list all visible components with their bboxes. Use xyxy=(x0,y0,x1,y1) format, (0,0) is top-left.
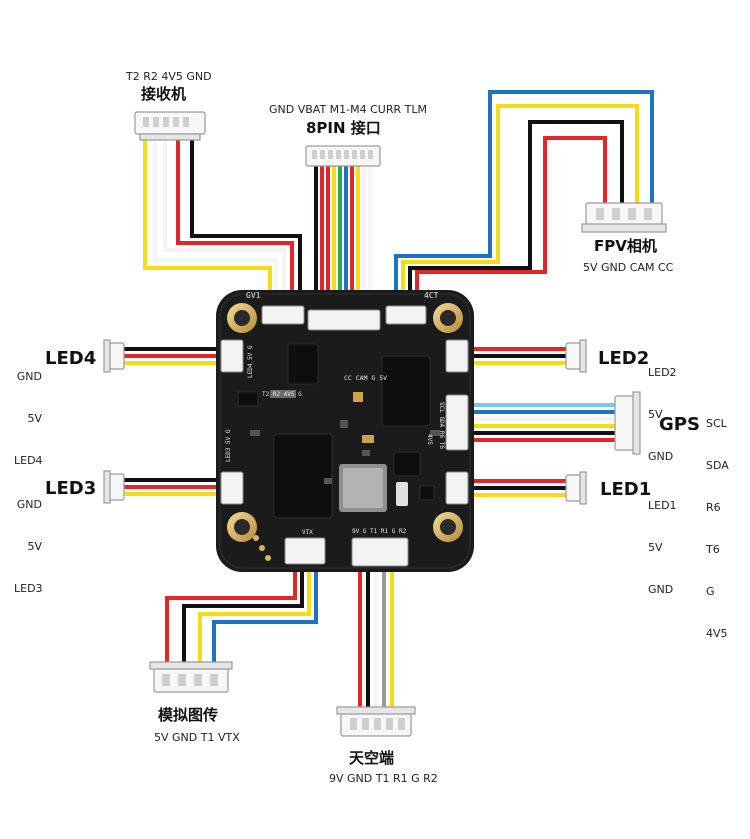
led4-wires xyxy=(122,347,225,365)
fpv-camera-pins: 5V GND CAM CC xyxy=(583,261,674,274)
silk-rx-header: T2 R2 4V5 G xyxy=(262,391,302,398)
analog-vtx-plug xyxy=(149,661,233,693)
silk-cam-header: CC CAM G 5V xyxy=(344,374,387,382)
led1-wires xyxy=(460,479,568,497)
led2-pin-1: LED2 xyxy=(648,366,677,379)
gps-pin-list: SCL SDA R6 T6 G 4V5 xyxy=(706,389,729,655)
plug-connectors xyxy=(103,111,667,737)
silk-vtx-header: VTX xyxy=(302,529,313,536)
sky-end-wires xyxy=(358,566,394,712)
led1-title: LED1 xyxy=(600,479,652,500)
gps-pin-4: T6 xyxy=(706,543,720,556)
silkscreen: GV1 4CT CC CAM G 5V T2 R2 4V5 G VTX 9V G… xyxy=(225,291,445,536)
silk-right-4v5: 4V5 xyxy=(426,434,433,445)
receiver-wires xyxy=(143,132,302,305)
led4-pin-2: 5V xyxy=(27,412,42,425)
eight-pin-title: 8PIN 接口 xyxy=(306,119,381,137)
led2-wires xyxy=(460,347,568,365)
led4-pin-1: GND xyxy=(16,370,42,383)
led2-pin-2: 5V xyxy=(648,408,663,421)
analog-vtx-title: 模拟图传 xyxy=(158,706,219,724)
gps-pin-6: 4V5 xyxy=(706,627,728,640)
gps-pin-2: SDA xyxy=(706,459,729,472)
wire-bundles xyxy=(122,90,654,712)
led1-pin-1: LED1 xyxy=(648,499,677,512)
sky-end-title: 天空端 xyxy=(349,749,395,767)
silk-corner-right: 4CT xyxy=(424,291,439,300)
led1-pin-list: LED1 5V GND xyxy=(648,471,677,611)
silk-left-mid: LED4 5V G xyxy=(247,345,254,378)
silk-sky-header: 9V G T1 R1 G R2 xyxy=(352,528,407,535)
led1-pin-2: 5V xyxy=(648,541,663,554)
sky-end-pins: 9V GND T1 R1 G R2 xyxy=(329,772,438,785)
led4-plug xyxy=(103,339,125,373)
led3-plug xyxy=(103,470,125,504)
analog-vtx-wires xyxy=(165,566,318,668)
receiver-plug xyxy=(134,111,206,141)
led4-pin-list: GND 5V LED4 xyxy=(14,342,43,482)
gps-pin-5: G xyxy=(706,585,715,598)
gps-wires xyxy=(462,403,617,442)
gps-pin-1: SCL xyxy=(706,417,727,430)
flight-controller-board: GV1 4CT CC CAM G 5V T2 R2 4V5 G VTX 9V G… xyxy=(216,290,474,572)
led1-plug xyxy=(565,471,587,505)
analog-vtx-pins: 5V GND T1 VTX xyxy=(154,731,240,744)
eight-pin-pins: GND VBAT M1-M4 CURR TLM xyxy=(269,103,427,116)
gps-title: GPS xyxy=(659,414,700,435)
board-chips xyxy=(237,343,440,561)
silk-corner-left: GV1 xyxy=(246,291,261,300)
led3-wires xyxy=(122,478,225,496)
led4-title: LED4 xyxy=(45,348,97,369)
led3-pin-1: GND xyxy=(16,498,42,511)
fpv-camera-plug xyxy=(581,202,667,233)
receiver-pins: T2 R2 4V5 GND xyxy=(126,70,212,83)
led3-title: LED3 xyxy=(45,478,97,499)
led1-pin-3: GND xyxy=(648,583,674,596)
led2-title: LED2 xyxy=(598,348,650,369)
receiver-title: 接收机 xyxy=(141,85,187,103)
led2-pin-3: GND xyxy=(648,450,674,463)
led3-pin-3: LED3 xyxy=(14,582,43,595)
mounting-holes xyxy=(227,303,463,542)
led2-plug xyxy=(565,339,587,373)
fpv-camera-wires xyxy=(394,90,654,305)
gps-pin-3: R6 xyxy=(706,501,721,514)
led2-pin-list: LED2 5V GND xyxy=(648,338,677,478)
led3-pin-list: GND 5V LED3 xyxy=(14,470,43,610)
board-headers xyxy=(220,305,469,567)
silk-left-low: LED3 5V G xyxy=(225,429,232,462)
led3-pin-2: 5V xyxy=(27,540,42,553)
silk-gps-header: SCL SDA R6 T6 xyxy=(438,402,445,449)
sky-end-plug xyxy=(336,706,416,737)
eight-pin-wires xyxy=(314,165,372,312)
gps-plug xyxy=(614,391,641,455)
led4-pin-3: LED4 xyxy=(14,454,43,467)
fpv-camera-title: FPV相机 xyxy=(594,237,657,255)
eight-pin-plug xyxy=(305,145,381,167)
